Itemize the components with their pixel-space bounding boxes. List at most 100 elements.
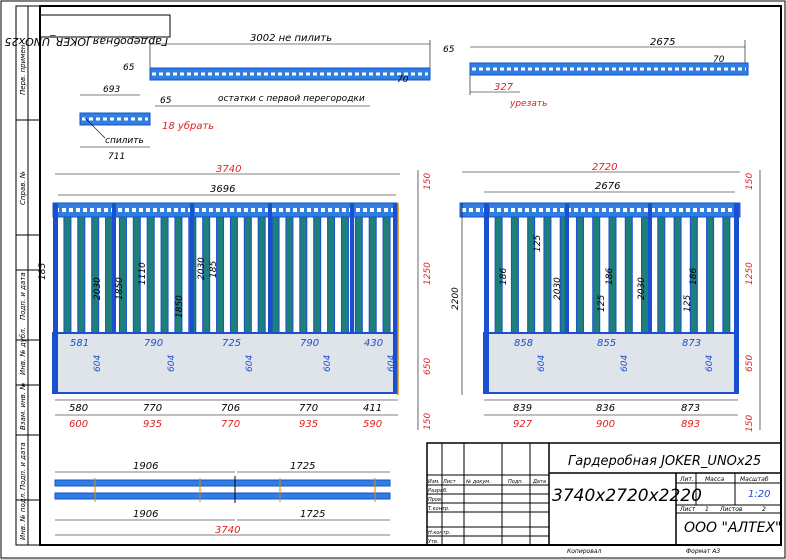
- right-gap-left: 65: [443, 45, 455, 55]
- hang-bar: [299, 216, 308, 334]
- left-height-low: 650: [423, 358, 433, 375]
- sheets-label: Листов: [719, 506, 743, 513]
- section-width: 706: [221, 403, 240, 414]
- left-height-top: 150: [423, 173, 433, 190]
- bar-length-label: 125: [597, 295, 607, 312]
- drawer-depth-label: 604: [537, 355, 547, 372]
- hang-bar: [327, 216, 336, 334]
- scale-value: 1:20: [748, 489, 770, 500]
- hang-bar: [243, 216, 252, 334]
- partition: [190, 203, 194, 393]
- long-left-gap: 65: [123, 63, 135, 73]
- partition: [565, 203, 569, 393]
- side-label-6: Подп. и дата: [19, 442, 27, 490]
- role-3: Т.контр.: [428, 506, 450, 512]
- role-1: Разраб.: [428, 488, 448, 494]
- partition: [350, 203, 354, 393]
- bottom-rails: 1906 1725 1906 1725 3740: [54, 461, 391, 536]
- role-2: Пров.: [428, 497, 443, 503]
- row-label-4: Подп.: [508, 479, 523, 485]
- rail-top-right: 1725: [290, 461, 315, 472]
- drawer-width-label: 790: [144, 338, 163, 349]
- partition: [268, 203, 272, 393]
- rail-total-red: 3740: [215, 525, 240, 536]
- drawing-size: 3740x2720x2220: [552, 486, 702, 506]
- rail-bottom-right: 1725: [300, 509, 325, 520]
- section-width: 839: [513, 403, 532, 414]
- hang-bar: [673, 216, 682, 334]
- hang-bar: [63, 216, 72, 334]
- sheet-label: Лист: [679, 506, 696, 513]
- left-side-dim: 185: [38, 263, 48, 280]
- section-width: 873: [681, 403, 700, 414]
- section-width-red: 927: [513, 419, 533, 430]
- small-gap: 65: [160, 96, 172, 106]
- row-label-5: Дата: [532, 479, 546, 485]
- right-height-mid: 1250: [745, 262, 755, 285]
- right-left-total: 2200: [451, 287, 461, 310]
- right-height-bottom: 150: [745, 415, 755, 432]
- copied-label: Копировал: [567, 548, 601, 555]
- section-width: 770: [299, 403, 318, 414]
- small-note: остатки с первой перегородки: [218, 94, 365, 104]
- bar-length-label: 1850: [175, 295, 185, 318]
- scale-label: Масштаб: [740, 476, 769, 483]
- hang-bar: [543, 216, 552, 334]
- small-cut: 18 убрать: [162, 120, 214, 132]
- rail-bottom-left: 1906: [133, 509, 158, 520]
- bar-length-label: 125: [533, 235, 543, 252]
- bar-length-label: 186: [689, 268, 699, 285]
- right-height-top: 150: [745, 173, 755, 190]
- drawer-width-label: 581: [70, 338, 89, 349]
- drawer-depth-label: 604: [705, 355, 715, 372]
- side-label-7: Инв. № подл.: [19, 492, 27, 540]
- row-label-1: Изм.: [428, 479, 440, 485]
- section-width: 770: [143, 403, 162, 414]
- hang-bar: [641, 216, 650, 334]
- section-width: 836: [596, 403, 615, 414]
- rail-top-left: 1906: [133, 461, 158, 472]
- company-name: ООО "АЛТЕХ": [684, 520, 781, 536]
- partition: [112, 203, 116, 393]
- drawing-title: Гардеробная JOKER_UNOx25: [568, 454, 761, 469]
- drawer-width-label: 790: [300, 338, 319, 349]
- title-block: [426, 442, 782, 546]
- section-width: 580: [69, 403, 88, 414]
- section-width-red: 590: [363, 419, 382, 430]
- bar-length-label: 186: [499, 268, 509, 285]
- drawer-depth-label: 604: [323, 355, 333, 372]
- drawer-depth-label: 604: [387, 355, 397, 372]
- hang-bar: [271, 216, 280, 334]
- hang-bar: [706, 216, 715, 334]
- hang-bar: [368, 216, 377, 334]
- hang-bar: [340, 216, 349, 334]
- left-height-bottom: 150: [423, 413, 433, 430]
- hang-bar: [354, 216, 363, 334]
- cut-profile-right: 2675 65 70 327 урезать: [443, 37, 749, 109]
- hang-bar: [146, 216, 155, 334]
- side-label-3: Подп. и дата: [19, 272, 27, 320]
- hang-bar: [575, 216, 584, 334]
- hang-bar: [382, 216, 391, 334]
- hang-bar: [285, 216, 294, 334]
- cut-profile-small: 693 65 остатки с первой перегородки 18 у…: [79, 85, 370, 162]
- right-cut-note: урезать: [509, 99, 547, 109]
- section-width-red: 893: [681, 419, 700, 430]
- hang-bar: [257, 216, 266, 334]
- format-label: Формат А3: [686, 548, 720, 555]
- right-right-gap: 70: [713, 55, 725, 65]
- role-5: Утв.: [428, 539, 439, 545]
- hang-bar: [118, 216, 127, 334]
- small-bottom: 711: [108, 152, 125, 162]
- side-label-2: Справ. №: [19, 171, 27, 205]
- bar-length-label: 1850: [115, 277, 125, 300]
- left-height-mid: 1250: [423, 262, 433, 285]
- sheets-value: 2: [762, 506, 766, 513]
- hang-bar: [229, 216, 238, 334]
